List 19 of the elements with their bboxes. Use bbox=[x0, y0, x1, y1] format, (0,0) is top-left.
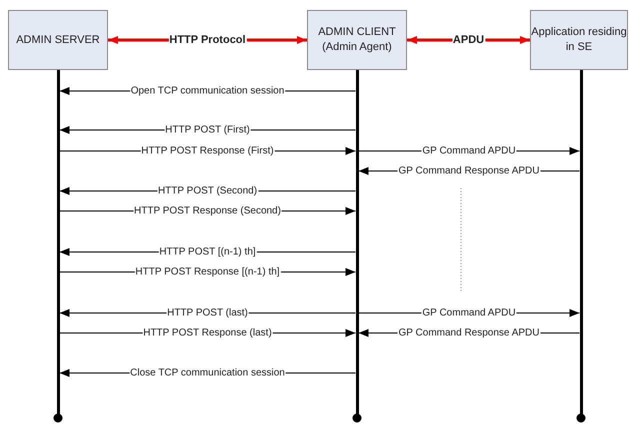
edge-label: HTTP POST (Second) bbox=[156, 186, 258, 196]
edge-label: GP Command APDU bbox=[421, 308, 517, 318]
edge-label: HTTP POST [(n-1) th] bbox=[158, 246, 257, 258]
edge-label: Close TCP communication session bbox=[129, 368, 286, 378]
edge-label: HTTP Protocol bbox=[168, 34, 247, 46]
edge-label: GP Command APDU bbox=[421, 146, 517, 156]
edge-label: GP Command Response APDU bbox=[398, 328, 540, 338]
edge-label: APDU bbox=[452, 34, 486, 46]
participant-box: ADMIN SERVER bbox=[8, 10, 108, 70]
participant-box: ADMIN CLIENT (Admin Agent) bbox=[307, 10, 407, 70]
edge-label: Open TCP communication session bbox=[130, 86, 286, 96]
edge-label: HTTP POST Response (First) bbox=[140, 146, 275, 156]
edge-label: HTTP POST Response (Second) bbox=[133, 206, 282, 216]
edge-label: HTTP POST (last) bbox=[166, 308, 249, 318]
edge-label: HTTP POST Response [(n-1) th] bbox=[134, 266, 281, 278]
edge-label: GP Command Response APDU bbox=[398, 166, 540, 176]
participant-box: Application residing in SE bbox=[530, 10, 628, 70]
edge-label: HTTP POST (First) bbox=[164, 124, 251, 136]
edge-label: HTTP POST Response (last) bbox=[142, 328, 273, 338]
